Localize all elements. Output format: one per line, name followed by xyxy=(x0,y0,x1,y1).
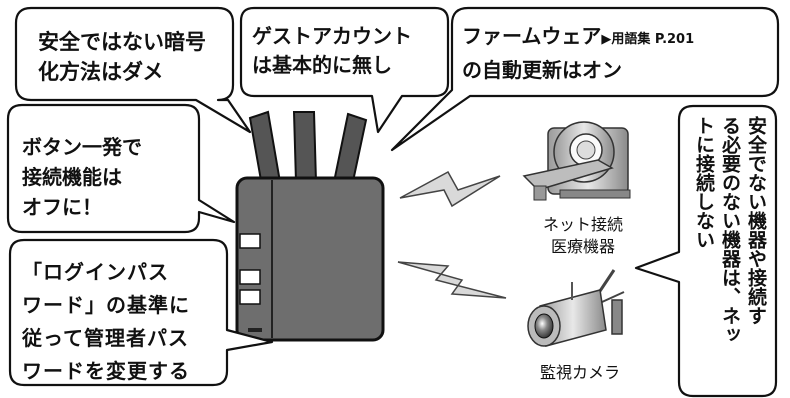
bubble-cipher-line2: 化方法はダメ xyxy=(38,60,164,84)
bubble-button-text: ボタン一発で 接続機能は オフに！ xyxy=(22,132,142,222)
bubble-password-text: 「ログインパス ワード」の基準に 従って管理者パス ワードを変更する xyxy=(22,256,190,388)
bubble-cipher-text: 安全ではない暗号 化方法はダメ xyxy=(38,27,206,87)
bubble-password-line1: 「ログインパス xyxy=(22,260,169,284)
medical-device-label: ネット接続 医療機器 xyxy=(528,214,638,258)
bubble-password xyxy=(8,238,274,387)
medical-device-label-line1: ネット接続 xyxy=(542,215,623,234)
bubble-advice-col3: トに接続しない xyxy=(693,116,715,249)
bubble-firmware-text: ファームウェア▶用語集 P.201 の自動更新はオン xyxy=(462,21,694,85)
bubble-advice-col1: 安全でない機器や接続す xyxy=(745,116,767,325)
bubble-password-line2: ワード」の基準に xyxy=(22,293,190,317)
bubble-password-line4: ワードを変更する xyxy=(22,359,190,383)
router-port xyxy=(239,289,261,305)
bubble-button xyxy=(6,103,236,234)
security-camera-icon xyxy=(527,269,625,347)
bubble-advice xyxy=(634,104,778,398)
bubble-advice-col2: る必要のない機器は、ネッ xyxy=(719,116,741,344)
bubble-guest-line2: は基本的に無し xyxy=(252,53,392,77)
wireless-signal-icon xyxy=(397,261,507,299)
router-antennas xyxy=(248,110,368,188)
wireless-signal-icon xyxy=(399,170,501,208)
bubble-firmware xyxy=(390,6,780,152)
camera-label: 監視カメラ xyxy=(539,363,620,382)
bubble-guest-text: ゲストアカウント は基本的に無し xyxy=(252,22,412,80)
bubble-guest xyxy=(239,6,450,134)
medical-device-label-line2: 医療機器 xyxy=(550,237,615,256)
glossary-reference-link[interactable]: ▶用語集 P.201 xyxy=(601,32,695,47)
bubble-firmware-line1: ファームウェア xyxy=(462,24,602,48)
router-port xyxy=(239,269,261,285)
bubble-cipher xyxy=(14,6,252,134)
bubble-guest-line1: ゲストアカウント xyxy=(252,24,412,48)
bubble-button-line1: ボタン一発で xyxy=(22,135,142,159)
bubble-button-line3: オフに！ xyxy=(22,195,102,219)
bubble-firmware-line2: の自動更新はオン xyxy=(462,58,622,82)
bubble-cipher-line1: 安全ではない暗号 xyxy=(38,30,206,54)
mri-scanner-icon xyxy=(522,121,631,201)
bubble-button-line2: 接続機能は xyxy=(22,165,122,189)
bubble-password-line3: 従って管理者パス xyxy=(22,326,189,350)
router-port xyxy=(239,233,261,249)
wifi-router-icon xyxy=(235,176,385,342)
